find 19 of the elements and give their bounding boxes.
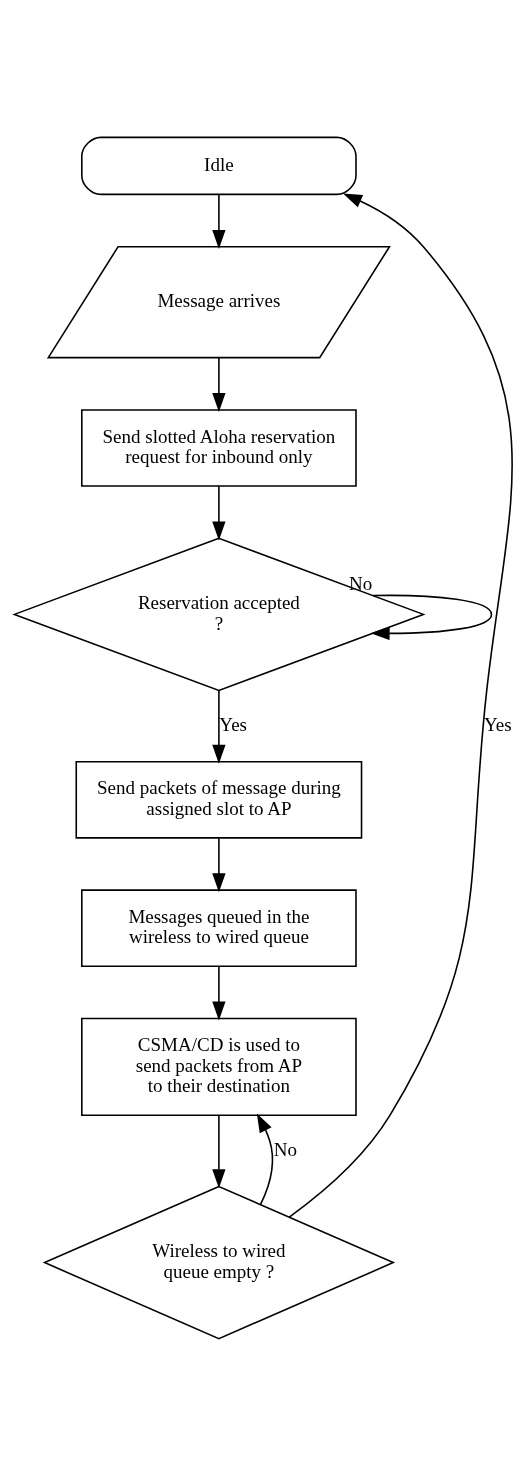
arrow bbox=[212, 837, 226, 892]
arrow bbox=[256, 1112, 274, 1205]
arrow bbox=[212, 356, 226, 412]
arrow bbox=[212, 484, 226, 541]
arrow bbox=[212, 689, 226, 764]
arrow bbox=[370, 594, 493, 640]
node-box: Messages queued in the wireless to wired queue bbox=[81, 888, 357, 967]
node-box: Send packets of message during assigned slot to AP bbox=[75, 760, 363, 839]
node-box: Idle bbox=[81, 136, 357, 195]
arrow bbox=[212, 1114, 226, 1188]
arrow bbox=[212, 193, 226, 249]
arrow bbox=[212, 965, 226, 1020]
edge-label: No bbox=[349, 572, 373, 594]
edge-label: Yes bbox=[484, 713, 512, 735]
arrow bbox=[288, 193, 513, 1218]
node-diamond: Wireless to wired queue empty ? bbox=[42, 1185, 396, 1340]
node-box: CSMA/CD is used to send packets from AP to their destination bbox=[81, 1017, 357, 1116]
edge-label: No bbox=[273, 1138, 298, 1160]
node-box: Send slotted Aloha reservation request for inbound only bbox=[81, 408, 357, 487]
